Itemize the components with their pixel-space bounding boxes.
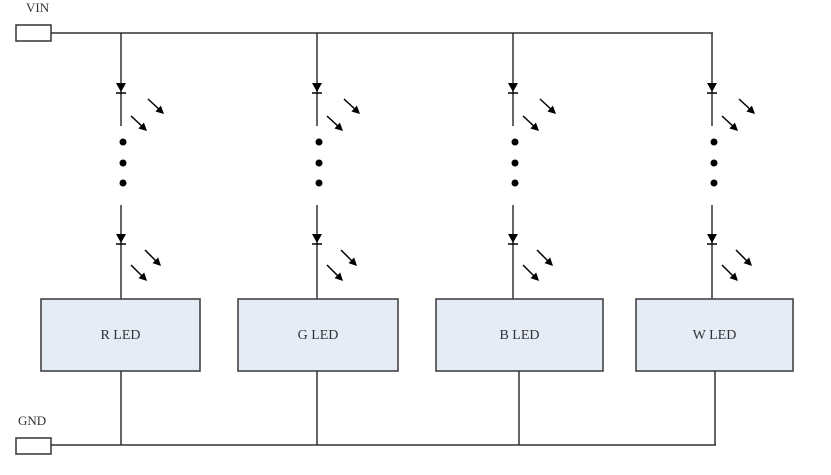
diode-icon	[508, 83, 518, 92]
ellipsis-dot	[119, 138, 127, 146]
arrow-head-icon	[547, 105, 556, 114]
vin-label: VIN	[26, 0, 50, 15]
ellipsis-dot	[119, 179, 127, 187]
arrow-head-icon	[334, 122, 343, 131]
led-driver-label: G LED	[298, 328, 339, 343]
arrow-head-icon	[351, 105, 360, 114]
led-driver-box	[435, 298, 604, 372]
channel-b: B LED	[435, 33, 604, 445]
arrow-head-icon	[152, 257, 161, 266]
arrow-head-icon	[530, 272, 539, 281]
gnd-label: GND	[18, 413, 46, 428]
ellipsis-dot	[315, 179, 323, 187]
ellipsis-dot	[511, 159, 519, 167]
diode-icon	[707, 83, 717, 92]
ellipsis-dot	[511, 179, 519, 187]
channel-r: R LED	[40, 33, 201, 445]
diode-icon	[116, 234, 126, 243]
led-driver-label: B LED	[499, 328, 539, 343]
ellipsis-dot	[315, 138, 323, 146]
diode-icon	[312, 83, 322, 92]
ellipsis-dot	[710, 159, 718, 167]
led-driver-box	[40, 298, 201, 372]
arrow-head-icon	[334, 272, 343, 281]
gnd-terminal	[15, 437, 52, 455]
arrow-head-icon	[138, 122, 147, 131]
channel-w: W LED	[635, 33, 794, 445]
ellipsis-dot	[119, 159, 127, 167]
channel-g: G LED	[237, 33, 399, 445]
arrow-head-icon	[138, 272, 147, 281]
arrow-head-icon	[729, 122, 738, 131]
diode-icon	[312, 234, 322, 243]
vin-terminal	[15, 24, 52, 42]
arrow-head-icon	[743, 257, 752, 266]
arrow-head-icon	[348, 257, 357, 266]
ellipsis-dot	[710, 138, 718, 146]
arrow-head-icon	[746, 105, 755, 114]
arrow-head-icon	[530, 122, 539, 131]
ellipsis-dot	[710, 179, 718, 187]
arrow-head-icon	[729, 272, 738, 281]
led-driver-box	[237, 298, 399, 372]
led-driver-box	[635, 298, 794, 372]
led-driver-label: W LED	[693, 328, 737, 343]
led-driver-label: R LED	[100, 328, 140, 343]
ellipsis-dot	[511, 138, 519, 146]
diode-icon	[116, 83, 126, 92]
arrow-head-icon	[155, 105, 164, 114]
diode-icon	[707, 234, 717, 243]
arrow-head-icon	[544, 257, 553, 266]
diode-icon	[508, 234, 518, 243]
ellipsis-dot	[315, 159, 323, 167]
